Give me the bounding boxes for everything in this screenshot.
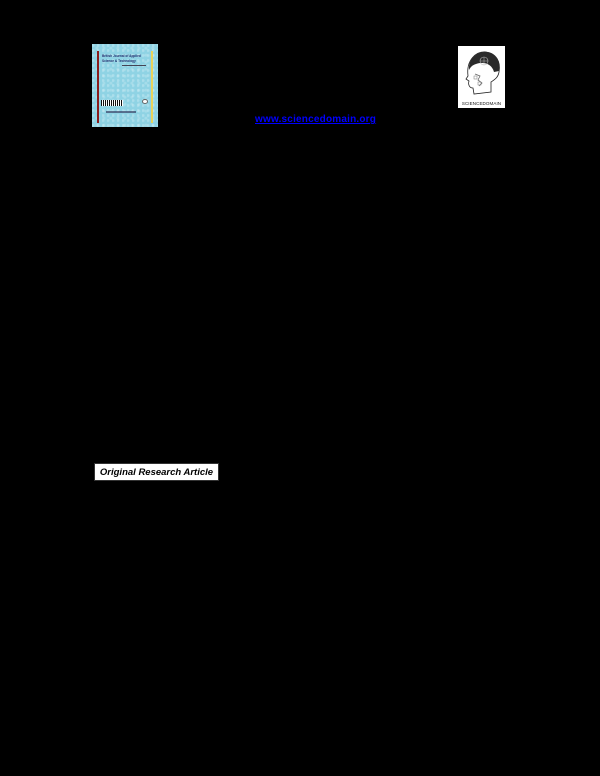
cover-divider bbox=[122, 65, 146, 66]
publisher-name: SCIENCEDOMAIN bbox=[461, 101, 502, 106]
barcode-icon bbox=[101, 100, 123, 106]
cover-right-bar bbox=[151, 51, 153, 123]
cover-footer-text bbox=[106, 111, 136, 113]
journal-website-link[interactable]: www.sciencedomain.org bbox=[255, 114, 377, 125]
cover-journal-title: British Journal of Applied Science & Tec… bbox=[102, 54, 141, 63]
article-type-label: Original Research Article bbox=[99, 466, 214, 478]
head-profile-icon bbox=[465, 51, 500, 95]
publisher-logo: SCIENCEDOMAIN bbox=[458, 46, 505, 108]
cover-publisher-icon bbox=[142, 99, 148, 104]
journal-cover-image: British Journal of Applied Science & Tec… bbox=[92, 44, 158, 127]
cover-left-bar bbox=[97, 51, 99, 123]
article-type-badge: Original Research Article bbox=[94, 463, 219, 481]
